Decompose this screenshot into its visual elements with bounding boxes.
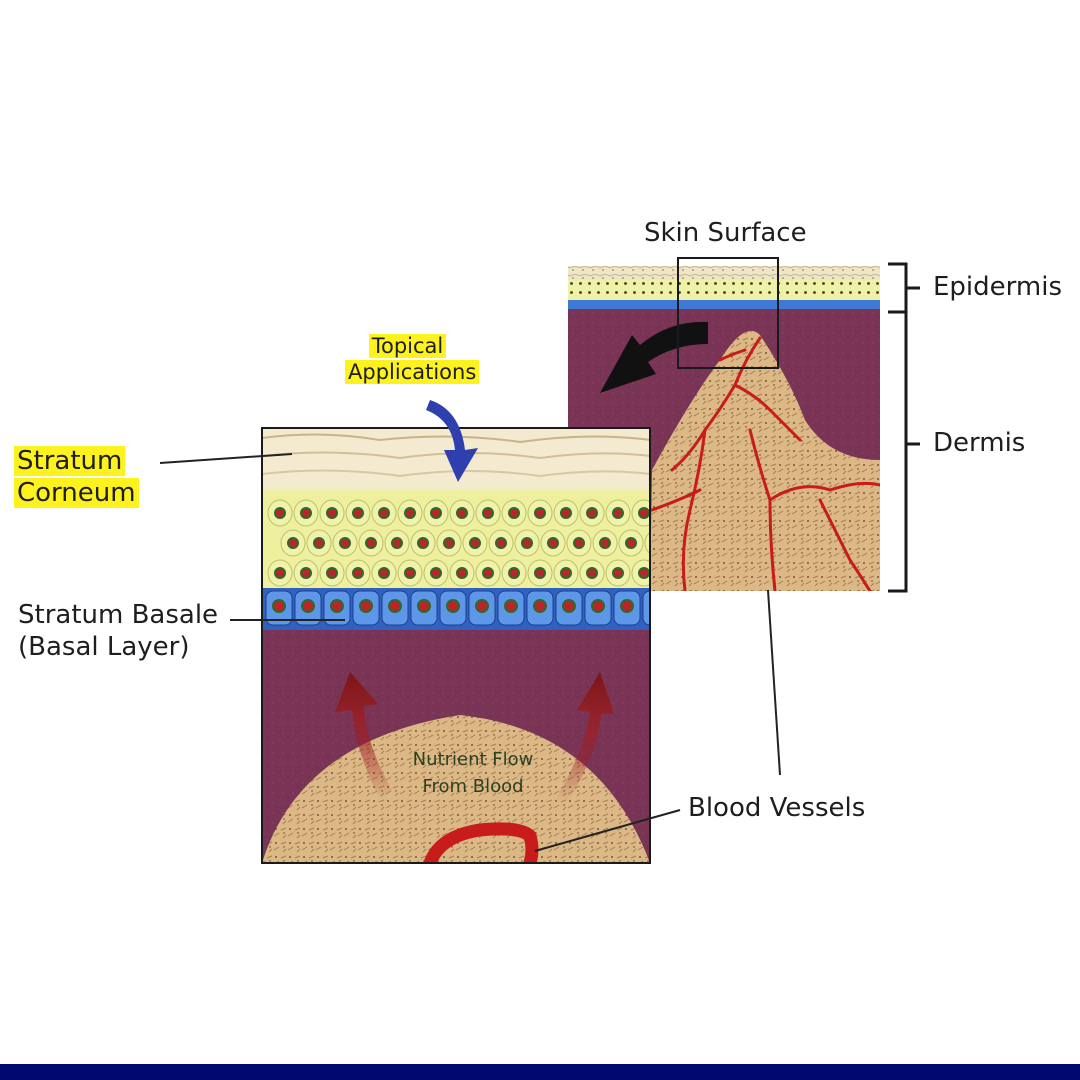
cell-nucleus xyxy=(625,537,637,549)
topical-applications-label: Topical Applications xyxy=(345,334,480,385)
cell-nucleus xyxy=(404,567,416,579)
bottom-bar xyxy=(0,1064,1080,1080)
cell-nucleus xyxy=(560,567,572,579)
cell-nucleus xyxy=(404,507,416,519)
epidermal-cell xyxy=(644,531,650,555)
skin-surface-label: Skin Surface xyxy=(644,218,807,248)
cell-nucleus xyxy=(562,599,576,613)
topical-arrow xyxy=(426,400,478,482)
cell-nucleus xyxy=(638,507,650,519)
cell-nucleus xyxy=(573,537,585,549)
cell-nucleus xyxy=(274,567,286,579)
nutrient-line1: Nutrient Flow xyxy=(412,749,534,770)
cell-nucleus xyxy=(326,567,338,579)
cell-nucleus xyxy=(330,599,344,613)
cell-nucleus xyxy=(591,599,605,613)
cell-nucleus xyxy=(446,599,460,613)
cell-nucleus xyxy=(534,507,546,519)
cell-nucleus xyxy=(359,599,373,613)
cell-nucleus xyxy=(300,507,312,519)
epidermis-label: Epidermis xyxy=(933,272,1062,302)
cell-nucleus xyxy=(391,537,403,549)
cell-nucleus xyxy=(287,537,299,549)
cell-nucleus xyxy=(521,537,533,549)
cell-nucleus xyxy=(272,599,286,613)
stratum-corneum-line1: Stratum xyxy=(14,446,126,476)
cell-nucleus xyxy=(365,537,377,549)
dermis-label: Dermis xyxy=(933,428,1026,458)
cell-nucleus xyxy=(352,507,364,519)
cell-nucleus xyxy=(482,507,494,519)
cell-nucleus xyxy=(534,567,546,579)
cell-nucleus xyxy=(586,567,598,579)
cell-nucleus xyxy=(638,567,650,579)
cell-nucleus xyxy=(599,537,611,549)
stratum-basale-label: Stratum Basale (Basal Layer) xyxy=(18,600,218,663)
cell-nucleus xyxy=(560,507,572,519)
cell-nucleus xyxy=(326,507,338,519)
cell-nucleus xyxy=(456,567,468,579)
cell-nucleus xyxy=(430,567,442,579)
cell-nucleus xyxy=(620,599,634,613)
cell-nucleus xyxy=(508,567,520,579)
cell-nucleus xyxy=(313,537,325,549)
stratum-corneum-label: Stratum Corneum xyxy=(14,446,139,509)
cell-nucleus xyxy=(504,599,518,613)
cell-nucleus xyxy=(417,537,429,549)
topical-line2: Applications xyxy=(345,359,480,384)
cell-nucleus xyxy=(339,537,351,549)
blood-vessels-label: Blood Vessels xyxy=(688,793,866,823)
cell-nucleus xyxy=(388,599,402,613)
cell-nucleus xyxy=(495,537,507,549)
stratum-basale-line1: Stratum Basale xyxy=(18,600,219,630)
cell-nucleus xyxy=(547,537,559,549)
cell-nucleus xyxy=(475,599,489,613)
cell-nucleus xyxy=(417,599,431,613)
cell-nucleus xyxy=(482,567,494,579)
cell-nucleus xyxy=(443,537,455,549)
nutrient-flow-label: Nutrient Flow From Blood xyxy=(398,746,548,800)
cell-nucleus xyxy=(301,599,315,613)
cell-nucleus xyxy=(456,507,468,519)
cell-nucleus xyxy=(533,599,547,613)
cell-nucleus xyxy=(274,507,286,519)
cell-nucleus xyxy=(508,507,520,519)
cell-nucleus xyxy=(612,507,624,519)
cell-nucleus xyxy=(649,602,650,610)
stratum-corneum-line2: Corneum xyxy=(14,477,139,508)
topical-line1: Topical xyxy=(368,334,447,358)
basal-cell xyxy=(642,590,650,626)
cell-nucleus xyxy=(300,567,312,579)
cell-nucleus xyxy=(378,567,390,579)
cell-nucleus xyxy=(430,507,442,519)
cell-nucleus xyxy=(586,507,598,519)
cell-nucleus xyxy=(352,567,364,579)
cell-nucleus xyxy=(378,507,390,519)
cell-nucleus xyxy=(469,537,481,549)
stratum-basale-line2: (Basal Layer) xyxy=(18,631,190,662)
nutrient-line2: From Blood xyxy=(422,776,524,797)
cell-nucleus xyxy=(612,567,624,579)
